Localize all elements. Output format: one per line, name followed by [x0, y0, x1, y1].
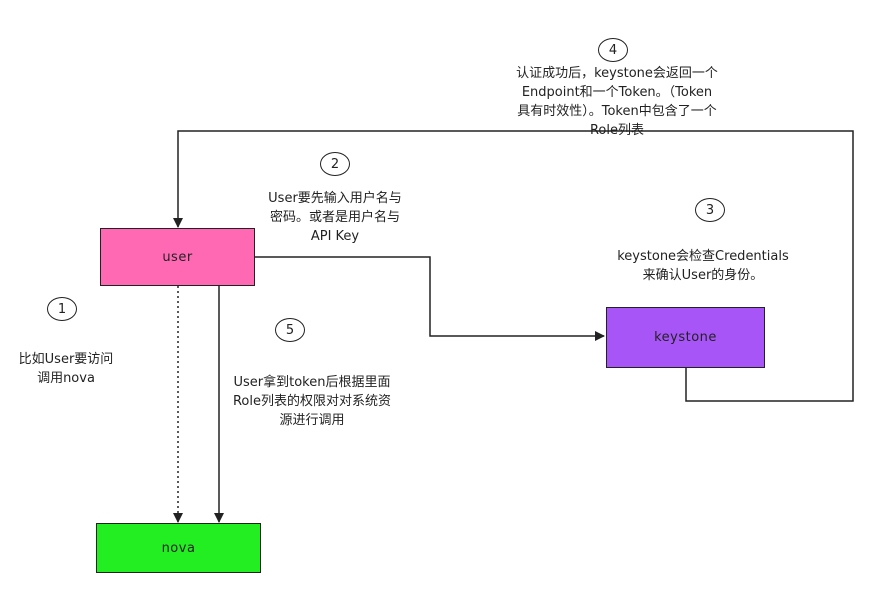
step-1-marker: 1 [47, 297, 77, 321]
step-4-line-3: 具有时效性）。Token中包含了一个 [517, 104, 717, 119]
step-5-marker: 5 [275, 318, 305, 342]
node-user-label: user [162, 249, 193, 265]
connector-keystone-to-user [173, 130, 854, 402]
step-1-number: 1 [57, 301, 67, 317]
step-3-line-2: 来确认User的身份。 [642, 268, 764, 283]
step-1-note: 比如User要访问 调用nova [8, 350, 124, 388]
node-nova-label: nova [161, 540, 196, 556]
step-5-number: 5 [285, 322, 295, 338]
step-5-note: User拿到token后根据里面 Role列表的权限对对系统资 源进行调用 [212, 373, 412, 430]
step-4-marker: 4 [598, 38, 628, 62]
step-4-line-1: 认证成功后，keystone会返回一个 [516, 66, 718, 81]
step-2-line-1: User要先输入用户名与 [268, 191, 402, 206]
step-2-number: 2 [330, 156, 340, 172]
node-nova: nova [96, 523, 261, 573]
step-2-line-3: API Key [310, 229, 360, 244]
step-3-line-1: keystone会检查Credentials [617, 249, 789, 264]
step-5-line-1: User拿到token后根据里面 [233, 375, 391, 390]
step-2-marker: 2 [320, 152, 350, 176]
step-4-line-4: Role列表 [589, 123, 644, 138]
step-3-note: keystone会检查Credentials 来确认User的身份。 [598, 247, 808, 285]
connector-user-to-keystone [255, 256, 605, 341]
step-4-note: 认证成功后，keystone会返回一个 Endpoint和一个Token。（To… [492, 64, 742, 140]
step-5-line-3: 源进行调用 [279, 413, 345, 428]
node-keystone-label: keystone [654, 330, 717, 345]
node-user: user [100, 228, 255, 286]
step-4-number: 4 [608, 42, 618, 58]
step-1-line-1: 比如User要访问 [18, 352, 114, 367]
step-3-marker: 3 [695, 198, 725, 222]
step-5-line-2: Role列表的权限对对系统资 [232, 394, 391, 409]
step-2-note: User要先输入用户名与 密码。或者是用户名与 API Key [246, 189, 424, 246]
step-3-number: 3 [705, 202, 715, 218]
step-1-line-2: 调用nova [37, 371, 95, 386]
step-2-line-2: 密码。或者是用户名与 [269, 210, 400, 225]
step-4-line-2: Endpoint和一个Token。（Token [521, 85, 713, 100]
node-keystone: keystone [606, 307, 765, 368]
